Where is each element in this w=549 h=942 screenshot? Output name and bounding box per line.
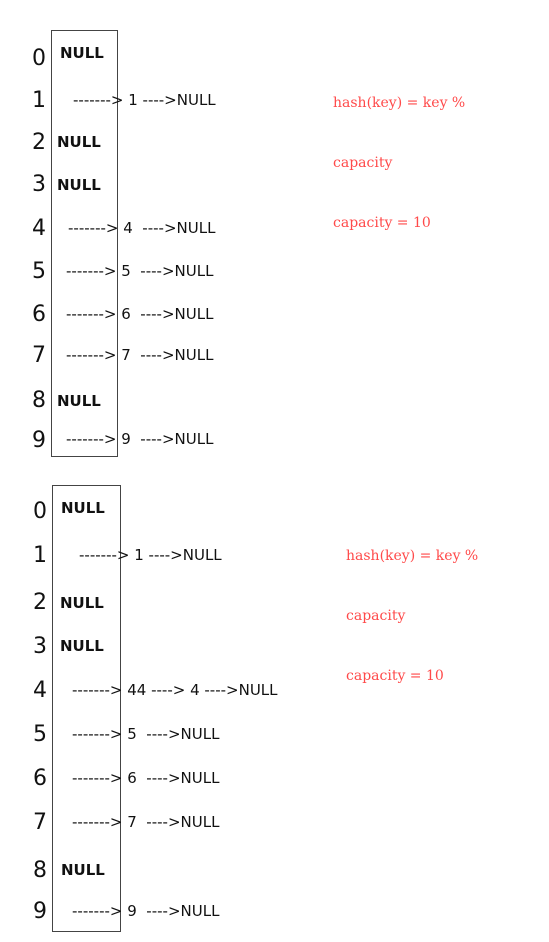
note-line: hash(key) = key % [333,95,466,111]
bucket-chain: -------> 44 ----> 4 ---->NULL [72,681,278,699]
bucket-chain: -------> 6 ---->NULL [72,769,220,787]
bucket-index: 7 [33,810,47,835]
note-line: capacity = 10 [333,215,431,231]
note-line: capacity [333,155,393,171]
bucket-null: NULL [61,499,105,517]
bucket-null: NULL [57,176,101,194]
bucket-chain: -------> 9 ---->NULL [72,902,220,920]
bucket-index: 6 [32,302,46,327]
bucket-index: 4 [32,216,46,241]
bucket-index: 1 [33,543,47,568]
bucket-index: 2 [32,130,46,155]
bucket-index: 4 [33,678,47,703]
bucket-null: NULL [60,44,104,62]
bucket-null: NULL [60,637,104,655]
bucket-index: 3 [32,172,46,197]
bucket-index: 5 [32,259,46,284]
bucket-chain: -------> 1 ---->NULL [73,91,216,109]
bucket-chain: -------> 6 ---->NULL [66,305,214,323]
bucket-chain: -------> 7 ---->NULL [72,813,220,831]
bucket-chain: -------> 9 ---->NULL [66,430,214,448]
bucket-null: NULL [57,133,101,151]
bucket-index: 0 [32,46,46,71]
note-line: capacity [346,608,406,624]
note-line: hash(key) = key % [346,548,479,564]
bucket-index: 9 [33,899,47,924]
hash-formula-note: hash(key) = key % capacity capacity = 10 [346,506,478,726]
hash-formula-note: hash(key) = key % capacity capacity = 10 [333,53,465,273]
bucket-index: 0 [33,499,47,524]
bucket-null: NULL [60,594,104,612]
bucket-chain: -------> 5 ---->NULL [72,725,220,743]
bucket-index: 3 [33,634,47,659]
bucket-null: NULL [61,861,105,879]
bucket-array-box [52,485,121,932]
bucket-index: 1 [32,88,46,113]
bucket-chain: -------> 5 ---->NULL [66,262,214,280]
bucket-chain: -------> 4 ---->NULL [68,219,216,237]
bucket-chain: -------> 7 ---->NULL [66,346,214,364]
bucket-index: 6 [33,766,47,791]
bucket-array-box [51,30,118,457]
note-line: capacity = 10 [346,668,444,684]
bucket-null: NULL [57,392,101,410]
bucket-index: 2 [33,590,47,615]
bucket-index: 5 [33,722,47,747]
bucket-index: 8 [33,858,47,883]
bucket-index: 8 [32,388,46,413]
bucket-index: 9 [32,428,46,453]
bucket-chain: -------> 1 ---->NULL [79,546,222,564]
bucket-index: 7 [32,343,46,368]
